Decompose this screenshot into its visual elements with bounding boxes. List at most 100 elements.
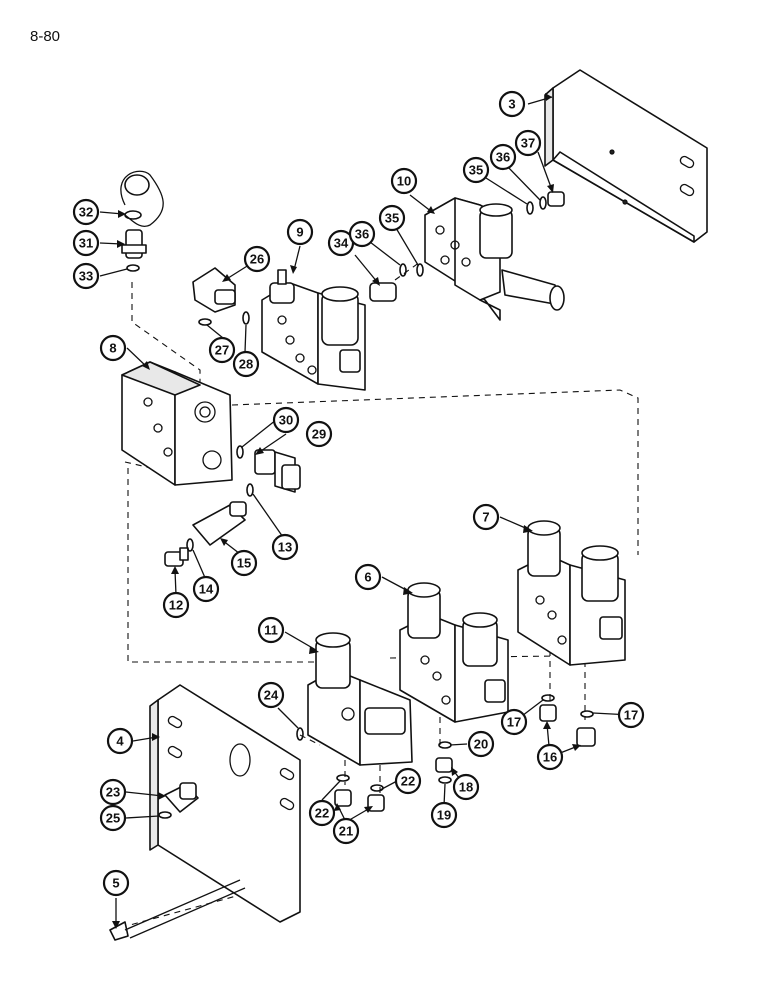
valve-9: [261, 269, 366, 391]
callout-label-31: 31: [79, 236, 93, 251]
fitting-18: [435, 757, 453, 773]
callout-label-32: 32: [79, 205, 93, 220]
callout-label-6: 6: [364, 570, 371, 585]
callout-label-23: 23: [106, 785, 120, 800]
callout-15: 15: [230, 549, 258, 577]
callout-label-5: 5: [112, 876, 119, 891]
fitting-26: [192, 267, 236, 313]
callout-label-17b: 17: [624, 708, 638, 723]
callout-label-14: 14: [199, 582, 214, 597]
callout-10: 10: [390, 167, 418, 195]
callout-28: 28: [232, 350, 260, 378]
callout-36a: 36: [348, 220, 376, 248]
callout-30: 30: [272, 406, 300, 434]
callout-23: 23: [99, 778, 127, 806]
callout-17b: 17: [617, 701, 645, 729]
callout-5: 5: [102, 869, 130, 897]
callout-24: 24: [257, 681, 285, 709]
fitting-37: [547, 191, 565, 207]
callout-label-4: 4: [116, 734, 124, 749]
callout-label-3: 3: [508, 97, 515, 112]
callout-20: 20: [467, 730, 495, 758]
valve-7: [517, 520, 626, 666]
callout-3: 3: [498, 90, 526, 118]
callout-label-27: 27: [215, 343, 229, 358]
callout-19: 19: [430, 801, 458, 829]
callout-8: 8: [99, 334, 127, 362]
valve-6: [399, 582, 509, 723]
callout-22b: 22: [394, 767, 422, 795]
callouts: 3 4 5 6 7 8 9 10 11 12 13 14 15 16 17 17…: [72, 90, 645, 897]
callout-35b: 35: [462, 156, 490, 184]
callout-label-13: 13: [278, 540, 292, 555]
callout-31: 31: [72, 229, 100, 257]
callout-label-36b: 36: [496, 150, 510, 165]
callout-6: 6: [354, 563, 382, 591]
callout-13: 13: [271, 533, 299, 561]
fitting-31: [121, 229, 147, 259]
callout-label-36a: 36: [355, 227, 369, 242]
callout-label-26: 26: [250, 252, 264, 267]
page-number: 8-80: [30, 28, 61, 45]
valve-8: [121, 361, 233, 486]
callout-12: 12: [162, 591, 190, 619]
fittings-16: [539, 704, 596, 747]
callout-label-30: 30: [279, 413, 293, 428]
callout-label-21: 21: [339, 824, 353, 839]
fittings-21: [334, 789, 385, 812]
fitting-12: [164, 547, 189, 567]
callout-label-12: 12: [169, 598, 183, 613]
valve-11: [307, 632, 413, 766]
callout-label-17a: 17: [507, 715, 521, 730]
plug-5: [109, 879, 246, 941]
callout-18: 18: [452, 773, 480, 801]
leader-lines: [99, 93, 632, 929]
o-rings: [126, 196, 594, 819]
callout-35a: 35: [378, 204, 406, 232]
callout-32: 32: [72, 198, 100, 226]
valve-10: [424, 197, 565, 321]
callout-14: 14: [192, 575, 220, 603]
callout-label-24: 24: [264, 688, 279, 703]
callout-label-35a: 35: [385, 211, 399, 226]
callout-26: 26: [243, 245, 271, 273]
callout-label-19: 19: [437, 808, 451, 823]
callout-16: 16: [536, 743, 564, 771]
callout-11: 11: [257, 616, 285, 644]
callout-7: 7: [472, 503, 500, 531]
fitting-15: [192, 501, 247, 546]
callout-label-37: 37: [521, 136, 535, 151]
callout-label-11: 11: [264, 623, 278, 638]
callout-9: 9: [286, 218, 314, 246]
callout-label-22b: 22: [401, 774, 415, 789]
callout-label-16: 16: [543, 750, 557, 765]
fitting-29: [254, 449, 301, 493]
callout-36b: 36: [489, 143, 517, 171]
callout-4: 4: [106, 727, 134, 755]
callout-22a: 22: [308, 799, 336, 827]
callout-label-29: 29: [312, 427, 326, 442]
callout-label-8: 8: [109, 341, 116, 356]
callout-label-15: 15: [237, 556, 251, 571]
fitting-34: [369, 282, 397, 302]
callout-label-33: 33: [79, 269, 93, 284]
callout-label-7: 7: [482, 510, 489, 525]
callout-17a: 17: [500, 708, 528, 736]
dust-cap-32: [120, 170, 164, 227]
callout-label-10: 10: [397, 174, 411, 189]
callout-label-20: 20: [474, 737, 488, 752]
callout-label-18: 18: [459, 780, 473, 795]
callout-37: 37: [514, 129, 542, 157]
callout-21: 21: [332, 817, 360, 845]
fitting-23: [164, 782, 199, 813]
callout-label-28: 28: [239, 357, 253, 372]
callout-label-25: 25: [106, 811, 120, 826]
callout-25: 25: [99, 804, 127, 832]
callout-label-9: 9: [296, 225, 303, 240]
callout-label-35b: 35: [469, 163, 483, 178]
callout-label-22a: 22: [315, 806, 329, 821]
bracket-3: [544, 69, 708, 243]
callout-27: 27: [208, 336, 236, 364]
callout-33: 33: [72, 262, 100, 290]
